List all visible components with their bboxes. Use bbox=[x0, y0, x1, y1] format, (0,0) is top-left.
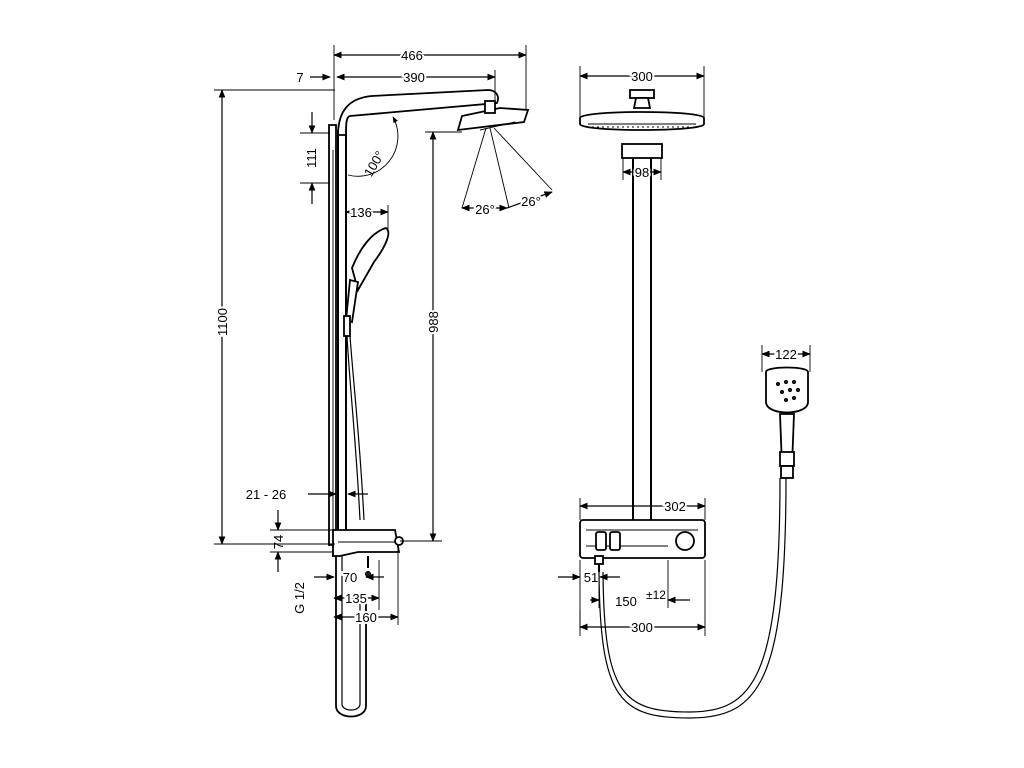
dim-depth-135: 135 bbox=[345, 591, 367, 606]
front-view: 300 98 122 302 51 150 ±12 300 bbox=[558, 66, 811, 719]
wall-rail bbox=[328, 124, 337, 546]
side-view: 466 390 7 100° 111 136 1100 988 bbox=[213, 45, 553, 718]
dim-handshower-width: 122 bbox=[775, 347, 797, 362]
dim-handshower-offset: 136 bbox=[350, 205, 372, 220]
shower-head-front bbox=[579, 111, 705, 131]
dim-depth-160: 160 bbox=[355, 610, 377, 625]
dim-inlet-tolerance: ±12 bbox=[646, 588, 666, 602]
arm-block-front bbox=[621, 143, 663, 159]
dim-head-width: 300 bbox=[631, 69, 653, 84]
dim-overall-width: 466 bbox=[401, 48, 423, 63]
dim-pipe-range: 21 - 26 bbox=[246, 487, 286, 502]
shower-head bbox=[456, 100, 530, 132]
dim-inlet-spacing-side: 70 bbox=[343, 570, 357, 585]
dim-angle-arm: 100° bbox=[361, 148, 387, 179]
dim-arm-length: 390 bbox=[403, 70, 425, 85]
shower-arm bbox=[337, 89, 499, 136]
handshower-nozzles bbox=[776, 380, 800, 402]
riser-front bbox=[632, 158, 652, 520]
dim-shelf-width: 302 bbox=[664, 499, 686, 514]
hand-shower-front bbox=[765, 366, 809, 479]
dim-spray-angle-left: 26° bbox=[475, 202, 495, 217]
dim-head-height: 988 bbox=[426, 311, 441, 333]
dim-spray-angle-right: 26° bbox=[521, 194, 541, 209]
dim-thread: G 1/2 bbox=[292, 582, 307, 614]
spray-lines bbox=[461, 127, 553, 209]
hose-side bbox=[346, 335, 361, 521]
dim-shelf-height: 74 bbox=[271, 535, 286, 549]
dim-inlet-offset: 51 bbox=[584, 570, 598, 585]
dim-wall-gap: 7 bbox=[296, 70, 303, 85]
dim-base-width: 300 bbox=[631, 620, 653, 635]
dim-arm-width: 98 bbox=[635, 165, 649, 180]
dim-bracket-height: 111 bbox=[304, 148, 319, 168]
hand-shower-side bbox=[343, 227, 390, 337]
dim-inlet-spacing: 150 bbox=[615, 594, 637, 609]
dim-total-height: 1100 bbox=[215, 308, 230, 336]
head-connector bbox=[629, 89, 655, 109]
thermostat-front bbox=[579, 519, 706, 572]
hose-front bbox=[598, 477, 787, 719]
thermostat-knob bbox=[675, 531, 695, 551]
